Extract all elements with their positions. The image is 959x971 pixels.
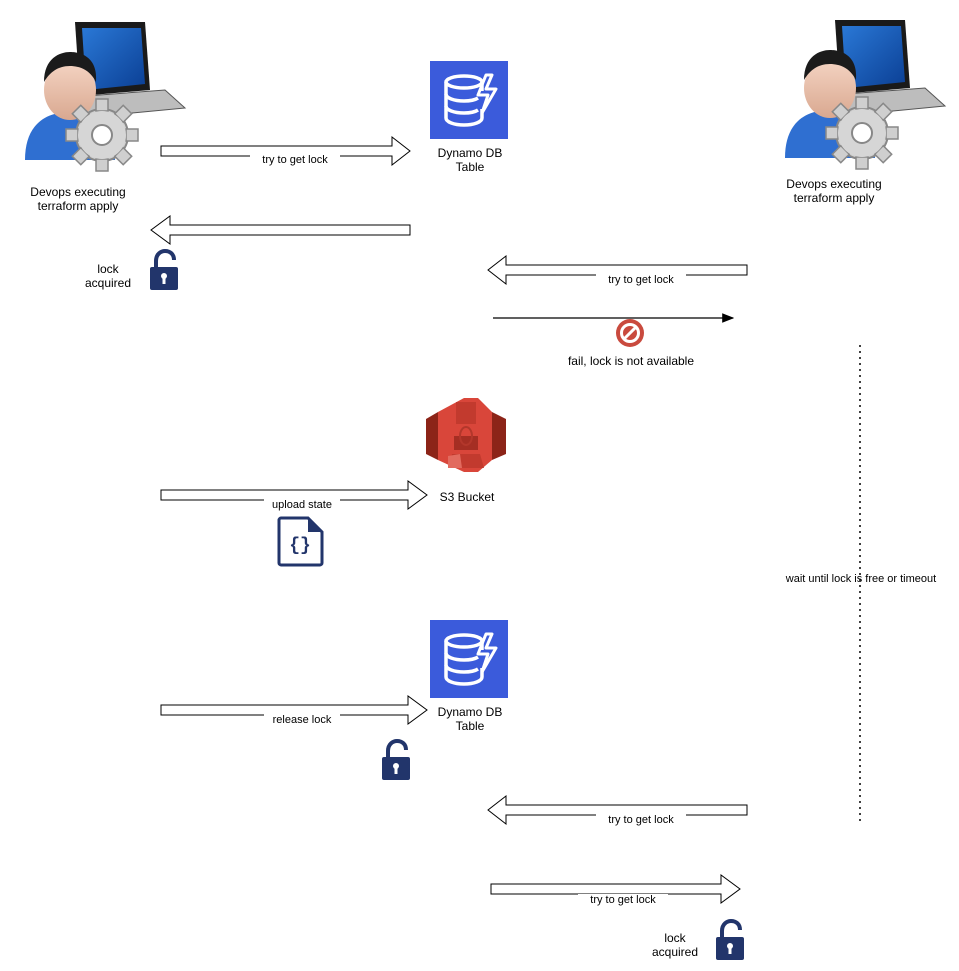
fail-message: fail, lock is not available: [567, 354, 695, 368]
no-entry-icon: [616, 319, 644, 347]
s3-bucket-icon: [426, 398, 506, 472]
left-actor-label: Devops executing terraform apply: [18, 185, 138, 213]
right-try-lock-2-label: try to get lock: [596, 814, 686, 827]
right-try-lock-3-label: try to get lock: [578, 894, 668, 907]
dynamodb-icon: [430, 61, 508, 139]
arrow-lock-acquired-left: [150, 215, 411, 245]
left-actor-label-line1: Devops executing: [30, 185, 126, 199]
right-lock-acquired-line1: lock: [664, 931, 686, 945]
devops-user-laptop-gear-icon: [25, 22, 187, 172]
right-lock-acquired-line2: acquired: [651, 945, 699, 959]
lock-open-icon: [382, 738, 410, 780]
dynamo-top-label-line2: Table: [455, 160, 485, 174]
arrow-try-lock-right: [487, 254, 748, 286]
json-file-icon: {}: [277, 516, 324, 567]
left-lock-acquired-label: lock acquired: [78, 262, 138, 290]
left-lock-acquired-line2: acquired: [84, 276, 132, 290]
devops-user-laptop-gear-icon: [785, 20, 947, 170]
arrow-upload-state: [160, 480, 428, 510]
s3-label: S3 Bucket: [439, 490, 495, 504]
arrow-try-lock-left: [160, 135, 411, 167]
right-lock-acquired-label: lock acquired: [644, 931, 706, 959]
right-actor-label-line1: Devops executing: [786, 177, 882, 191]
left-actor-label-line2: terraform apply: [37, 199, 119, 213]
arrow-try-lock-right-2: [487, 794, 748, 826]
right-try-lock-label: try to get lock: [596, 274, 686, 287]
right-actor-label-line2: terraform apply: [793, 191, 875, 205]
arrow-try-lock-right-3: [490, 874, 741, 904]
left-lock-acquired-line1: lock: [97, 262, 119, 276]
dynamo-top-label-line1: Dynamo DB: [437, 146, 503, 160]
arrow-release-lock: [160, 695, 428, 725]
dynamo-top-label: Dynamo DB Table: [420, 146, 520, 174]
dynamo-bottom-label-line1: Dynamo DB: [437, 705, 503, 719]
svg-text:{}: {}: [289, 536, 311, 556]
wait-message: wait until lock is free or timeout: [785, 573, 937, 585]
left-try-lock-label: try to get lock: [250, 154, 340, 167]
lock-open-icon: [716, 918, 744, 960]
dynamodb-icon: [430, 620, 508, 698]
lock-open-icon: [150, 248, 178, 290]
release-lock-label: release lock: [264, 714, 340, 727]
upload-state-label: upload state: [264, 499, 340, 512]
dynamo-bottom-label-line2: Table: [455, 719, 485, 733]
dynamo-bottom-label: Dynamo DB Table: [420, 705, 520, 733]
right-actor-label: Devops executing terraform apply: [774, 177, 894, 205]
